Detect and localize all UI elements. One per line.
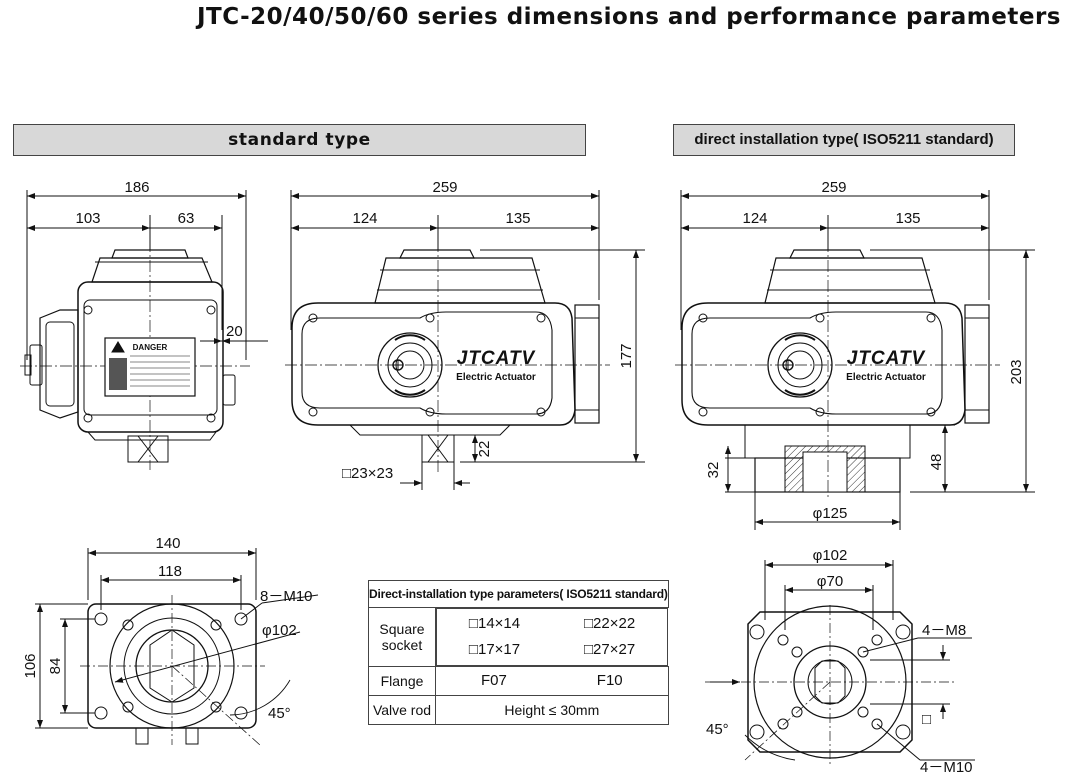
dim-106: 106 xyxy=(22,653,39,678)
dim-phi102-left: φ102 xyxy=(262,622,297,639)
angle-45-right: 45° xyxy=(706,721,729,738)
socket-values: □14×14 □22×22 □17×17 □27×27 xyxy=(436,608,669,666)
bottom-left-plan xyxy=(35,548,319,746)
socket-value: □17×17 xyxy=(468,641,521,658)
angle-45-left: 45° xyxy=(268,705,291,722)
flange-label: Flange xyxy=(368,666,436,696)
dim-259-direct: 259 xyxy=(821,179,846,196)
dim-140: 140 xyxy=(155,535,180,552)
page-title: JTC-20/40/50/60 series dimensions and pe… xyxy=(196,4,1061,30)
brand-subtitle-direct: Electric Actuator xyxy=(846,372,926,383)
bottom-right-plan xyxy=(705,560,975,765)
valve-rod-label: Valve rod xyxy=(368,695,436,725)
brand-logo-front: JTCATV xyxy=(457,348,536,369)
dim-phi102-right: φ102 xyxy=(813,547,848,564)
dim-23x23: □23×23 xyxy=(342,465,393,482)
dim-22: 22 xyxy=(476,441,493,458)
socket-value: □22×22 xyxy=(583,615,636,632)
square-socket-label: Square socket xyxy=(368,607,436,667)
dim-259-front: 259 xyxy=(432,179,457,196)
dim-135-direct: 135 xyxy=(895,210,920,227)
dim-177: 177 xyxy=(618,343,635,368)
direct-view-drawing xyxy=(675,190,1035,530)
socket-value: □27×27 xyxy=(583,641,636,658)
direct-type-header: direct installation type( ISO5211 standa… xyxy=(673,124,1015,156)
dim-63: 63 xyxy=(178,210,195,227)
flange-value: F07 xyxy=(480,672,507,689)
params-table-title: Direct-installation type parameters( ISO… xyxy=(368,580,669,608)
dim-32: 32 xyxy=(705,462,722,479)
dim-203: 203 xyxy=(1008,359,1025,384)
brand-subtitle-front: Electric Actuator xyxy=(456,372,536,383)
bolts-4-m8: 4－M8 xyxy=(922,622,966,639)
dim-20: 20 xyxy=(226,323,243,340)
square-mark: □ xyxy=(922,711,931,728)
front-view-drawing xyxy=(285,190,645,490)
brand-logo-direct: JTCATV xyxy=(847,348,926,369)
dim-124-front: 124 xyxy=(352,210,377,227)
dim-118: 118 xyxy=(158,563,182,580)
standard-type-header: standard type xyxy=(13,124,586,156)
dim-124-direct: 124 xyxy=(742,210,767,227)
bolts-4-m10: 4－M10 xyxy=(920,759,973,776)
dim-48: 48 xyxy=(928,454,945,471)
socket-value: □14×14 xyxy=(468,615,521,632)
dim-186: 186 xyxy=(124,179,149,196)
flange-values: F07 F10 xyxy=(435,666,669,696)
flange-value: F10 xyxy=(596,672,623,689)
bolts-8-m10: 8－M10 xyxy=(260,588,313,605)
side-view-drawing xyxy=(20,190,268,470)
dim-135-front: 135 xyxy=(505,210,530,227)
params-table: Direct-installation type parameters( ISO… xyxy=(368,580,669,725)
valve-rod-value: Height ≤ 30mm xyxy=(435,695,669,725)
dim-phi125: φ125 xyxy=(813,505,848,522)
danger-label: DANGER xyxy=(133,343,168,352)
dim-84: 84 xyxy=(47,658,64,675)
dim-phi70: φ70 xyxy=(817,573,843,590)
dim-103: 103 xyxy=(75,210,100,227)
